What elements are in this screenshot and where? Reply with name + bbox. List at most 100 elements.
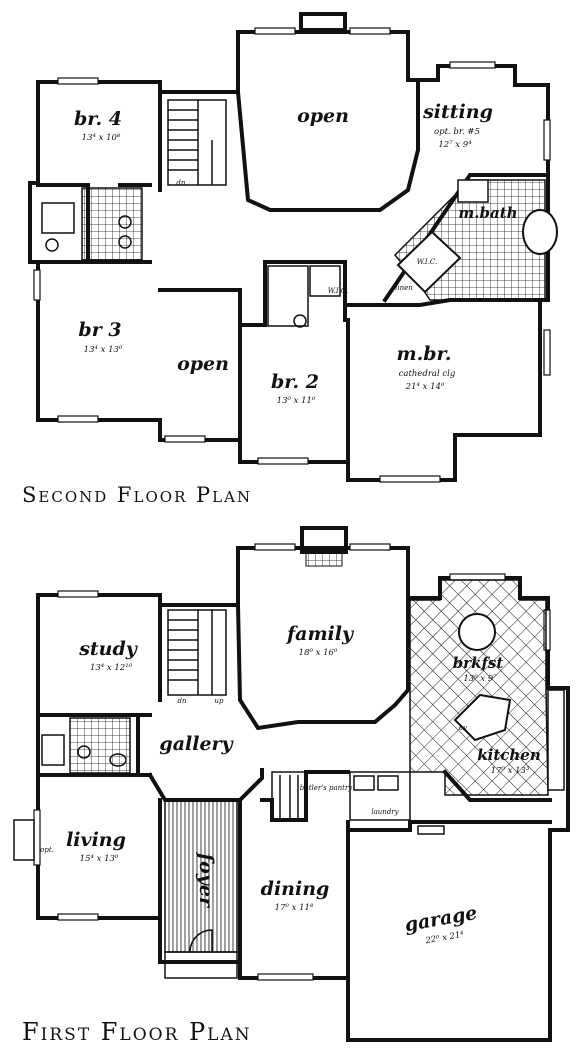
study-dim: 13⁴ x 12¹⁰ [90, 663, 133, 673]
breakfast-table [458, 613, 496, 651]
opt-label: opt. [40, 846, 54, 854]
window [254, 27, 296, 35]
staircase-first [167, 609, 227, 696]
sitting-label: sitting [422, 101, 493, 123]
sitting-dim: 12⁷ x 9⁴ [438, 140, 472, 150]
kitchen-island [453, 693, 512, 742]
staircase-second [167, 99, 227, 186]
first-floor-plan [13, 526, 570, 1042]
br2-label: br. 2 [271, 371, 319, 393]
window [57, 77, 99, 85]
brkfst-label: brkfst [453, 654, 504, 672]
open-top-label: open [297, 105, 349, 127]
foyer-label: foyer [195, 851, 217, 909]
master-wic [396, 230, 462, 294]
br2-dim: 13⁰ x 11⁰ [277, 396, 316, 406]
kitchen-counter [547, 689, 565, 791]
brkfst-dim: 13⁰ x 9⁷ [463, 674, 497, 684]
window [164, 435, 206, 443]
window [543, 119, 551, 161]
dryer [377, 775, 399, 791]
first-floor-exterior-wall [36, 546, 570, 1042]
window [543, 329, 551, 376]
window [254, 543, 296, 551]
second-floor-plan [28, 12, 558, 483]
washer [353, 775, 375, 791]
gallery-edge [147, 768, 264, 802]
dining-label: dining [261, 878, 330, 900]
living-label: living [66, 829, 126, 851]
kitchen-tile [409, 579, 549, 796]
open-mid-label: open [177, 353, 229, 375]
toilet [77, 745, 91, 759]
interior-walls [36, 90, 162, 264]
window [449, 61, 496, 69]
window [349, 27, 391, 35]
oven-label: ov [459, 724, 467, 732]
living-dim: 15⁴ x 13⁰ [80, 854, 119, 864]
dn-label: dn. [176, 179, 187, 187]
hall-bath-tile [81, 187, 143, 261]
window [57, 913, 99, 921]
mbr-note: cathedral clg [399, 369, 456, 379]
hearth [305, 551, 343, 567]
br4-label: br. 4 [74, 108, 122, 130]
br4-dim: 13⁴ x 10⁸ [82, 133, 121, 143]
family-label: family [285, 623, 355, 645]
master-tub [522, 209, 558, 255]
butlers-pantry-label: butler's pantry [300, 784, 354, 792]
pantry-wall [260, 770, 350, 822]
window [33, 269, 41, 301]
window [449, 573, 506, 581]
mbath-label: m.bath [458, 204, 517, 222]
front-door-swing [189, 929, 213, 953]
sink [118, 235, 132, 249]
linen-label: linen [395, 284, 413, 292]
br3-dim: 13⁴ x 13⁰ [84, 345, 123, 355]
br2-bath [267, 265, 309, 327]
dining-dim: 17⁰ x 11⁸ [275, 903, 314, 913]
toilet [293, 314, 307, 328]
powder-room-tile [69, 717, 131, 774]
first-floor-title: First Floor Plan [22, 1018, 252, 1046]
family-room-edge [235, 596, 410, 731]
br2-wic-label: W.I.C. [328, 287, 349, 295]
kitchen-label: kitchen [477, 746, 541, 764]
laundry-room [349, 771, 411, 821]
br2-wall [238, 260, 350, 464]
shower [457, 179, 489, 203]
laundry-label: laundry [371, 808, 399, 816]
garage-step [417, 825, 445, 835]
dn-label-first: dn [178, 697, 187, 705]
opt-bay [13, 819, 35, 861]
sitting-note: opt. br. #5 [434, 127, 480, 137]
open-area-rail [235, 78, 420, 212]
master-wic-label: W.I.C. [417, 258, 438, 266]
kitchen-dim: 17⁰ x 13³ [491, 766, 530, 776]
second-floor-title: Second Floor Plan [22, 483, 252, 507]
mbr-dim: 21⁴ x 14⁰ [405, 382, 445, 392]
window [257, 973, 314, 981]
br3-label: br 3 [78, 319, 121, 341]
kitchen-counter-wall [442, 769, 552, 802]
window [57, 415, 99, 423]
up-label-first: up [215, 697, 225, 705]
first-interior-walls [36, 603, 162, 777]
chimney [299, 12, 347, 32]
mbr-label: m.br. [397, 343, 452, 365]
sink [109, 753, 127, 767]
garage-label: garage [403, 902, 479, 936]
br2-closet [309, 265, 341, 297]
study-label: study [78, 638, 139, 660]
window [379, 475, 441, 483]
window [257, 457, 309, 465]
window [349, 543, 391, 551]
master-bedroom-wall [346, 298, 547, 307]
window [57, 590, 99, 598]
garage-top-wall [346, 820, 552, 832]
open-mid-wall [158, 288, 242, 442]
family-dim: 18⁰ x 16⁰ [299, 648, 338, 658]
porch [164, 951, 238, 979]
toilet [45, 238, 59, 252]
